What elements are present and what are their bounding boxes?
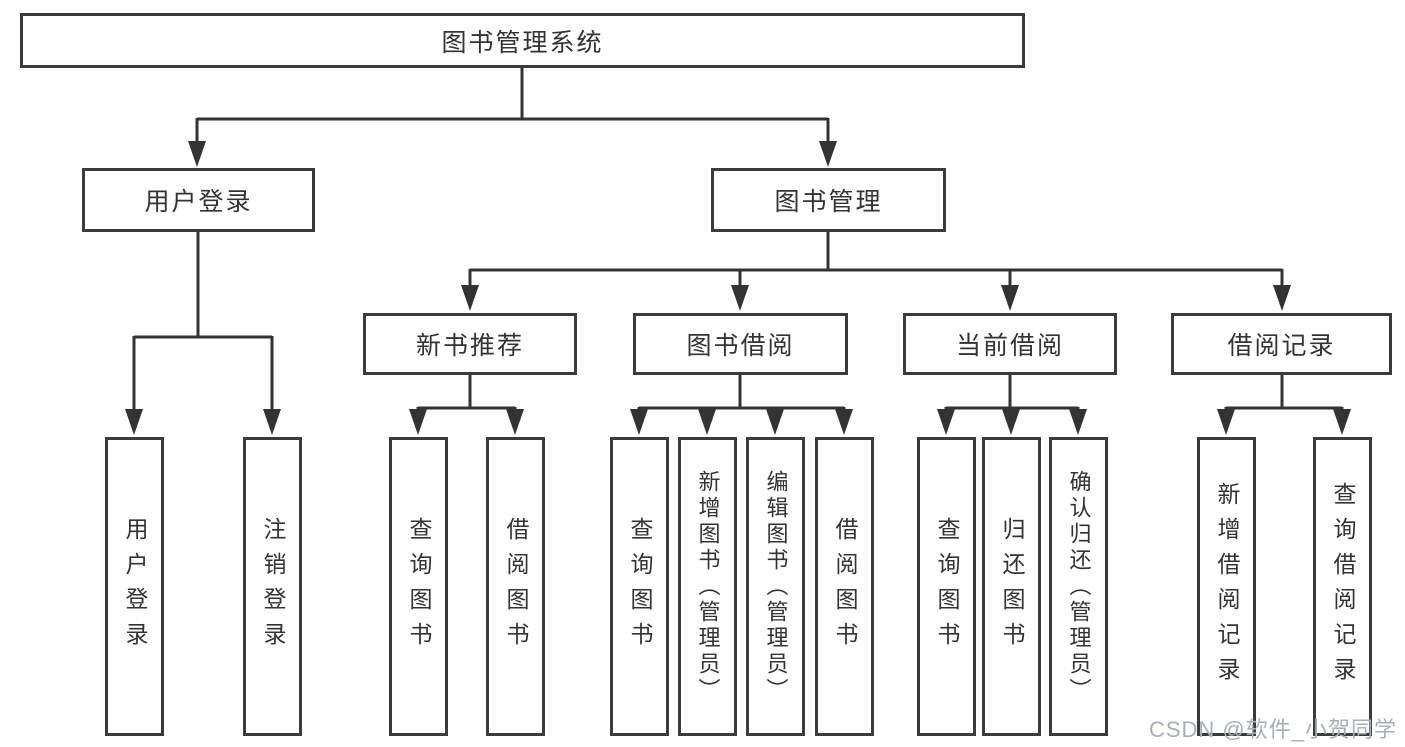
connector-book-management-children <box>461 232 1291 311</box>
leaf-borrow-book-1: 借阅图书 <box>486 437 545 736</box>
connector-user-login-children <box>125 232 281 435</box>
csdn-watermark: CSDN @软件_小贺同学 <box>1148 717 1397 742</box>
leaf-query-book-2: 查询图书 <box>610 437 669 736</box>
node-book-borrow: 图书借阅 <box>633 313 848 375</box>
connector-borrow-records-children <box>1217 375 1351 435</box>
leaf-add-book-admin: 新增图书（管理员） <box>678 437 737 736</box>
leaf-add-borrow-record: 新增借阅记录 <box>1197 437 1256 736</box>
leaf-logout: 注销登录 <box>243 437 302 736</box>
node-current-borrow: 当前借阅 <box>903 313 1117 375</box>
leaf-user-login: 用户登录 <box>105 437 164 736</box>
leaf-edit-book-admin: 编辑图书（管理员） <box>746 437 805 736</box>
leaf-confirm-return-admin: 确认归还（管理员） <box>1049 437 1108 736</box>
connector-book-borrow-children <box>630 375 853 435</box>
leaf-query-book-3: 查询图书 <box>917 437 976 736</box>
connector-new-book-children <box>409 375 524 435</box>
node-user-login: 用户登录 <box>82 168 315 232</box>
connector-root-to-level1 <box>188 68 837 167</box>
leaf-query-borrow-record: 查询借阅记录 <box>1313 437 1372 736</box>
connector-current-borrow-children <box>937 375 1087 435</box>
leaf-query-book-1: 查询图书 <box>389 437 448 736</box>
node-new-book-recommend: 新书推荐 <box>363 313 577 375</box>
node-book-management: 图书管理 <box>711 168 946 232</box>
node-borrow-records: 借阅记录 <box>1171 313 1392 375</box>
leaf-return-book: 归还图书 <box>982 437 1041 736</box>
leaf-borrow-book-2: 借阅图书 <box>815 437 874 736</box>
node-library-system: 图书管理系统 <box>20 13 1025 68</box>
